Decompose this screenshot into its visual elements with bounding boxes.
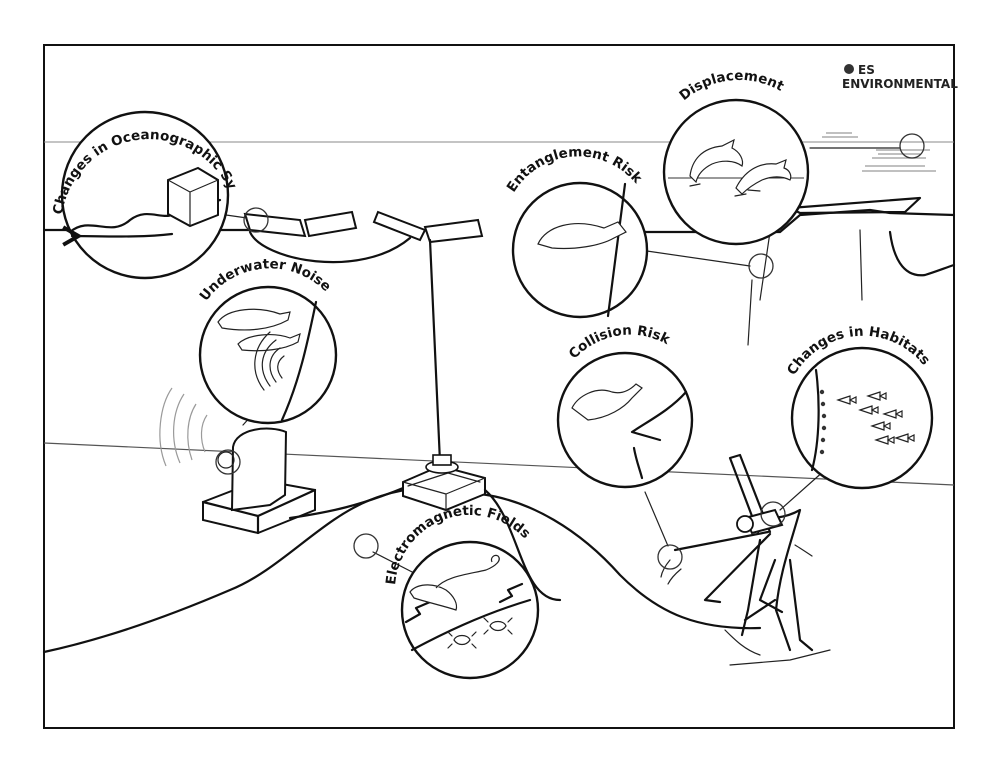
tidal-turbine — [159, 387, 410, 535]
cliff-marks — [747, 229, 863, 346]
midwater-line — [43, 442, 955, 486]
connector-ocean — [225, 214, 248, 219]
callout-emf — [353, 533, 379, 559]
callout-noise — [215, 449, 241, 475]
callout-ocean — [243, 207, 269, 233]
whale-icon — [537, 221, 627, 250]
callout-entangle — [748, 253, 774, 279]
crab-icon — [447, 631, 477, 649]
cliff-outline — [888, 230, 956, 277]
crab-icon — [483, 617, 513, 635]
eel-icon — [435, 554, 500, 589]
fish-school-icon — [836, 391, 915, 445]
porpoise-icon — [237, 333, 301, 352]
distant-boat-1 — [822, 132, 858, 138]
callout-displacement — [899, 133, 925, 159]
habitat-dots — [819, 389, 827, 455]
logo-line1: ES — [858, 63, 875, 77]
logo: ES ENVIRONMENTAL — [842, 63, 958, 91]
seal-icon — [571, 383, 643, 421]
connector-emf — [372, 551, 419, 576]
distant-boat-2 — [872, 149, 930, 159]
bubble-oceanographic: Changes in Oceanographic Systems — [0, 0, 240, 280]
globe-icon — [844, 64, 854, 74]
callout-collision — [657, 544, 683, 570]
connector-collision — [644, 491, 669, 547]
dolphin-icon — [735, 159, 792, 195]
porpoise-icon — [217, 308, 291, 331]
logo-line2: ENVIRONMENTAL — [842, 77, 958, 91]
callout-habitats — [760, 501, 786, 527]
dolphin-icon — [689, 138, 744, 184]
distant-boat-3 — [862, 165, 936, 172]
connector-entangle — [639, 249, 751, 267]
connector-habitats — [779, 469, 826, 511]
wave-energy-device — [243, 210, 484, 464]
ray-icon — [409, 584, 458, 611]
subsea-hub — [402, 454, 562, 602]
